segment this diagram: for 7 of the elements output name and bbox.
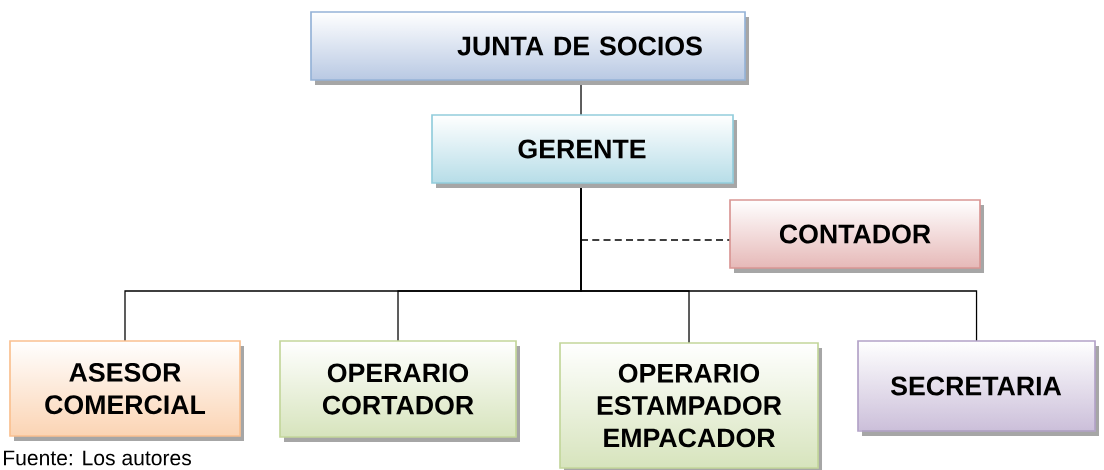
org-box: CONTADOR [729,199,984,273]
org-box: JUNTA DE SOCIOS [310,11,749,85]
org-box: ASESOR COMERCIAL [9,340,244,441]
org-box: GERENTE [431,114,737,188]
org-box: OPERARIO ESTAMPADOR EMPACADOR [559,342,822,470]
org-box: SECRETARIA [857,340,1099,436]
org-box: OPERARIO CORTADOR [279,340,520,442]
